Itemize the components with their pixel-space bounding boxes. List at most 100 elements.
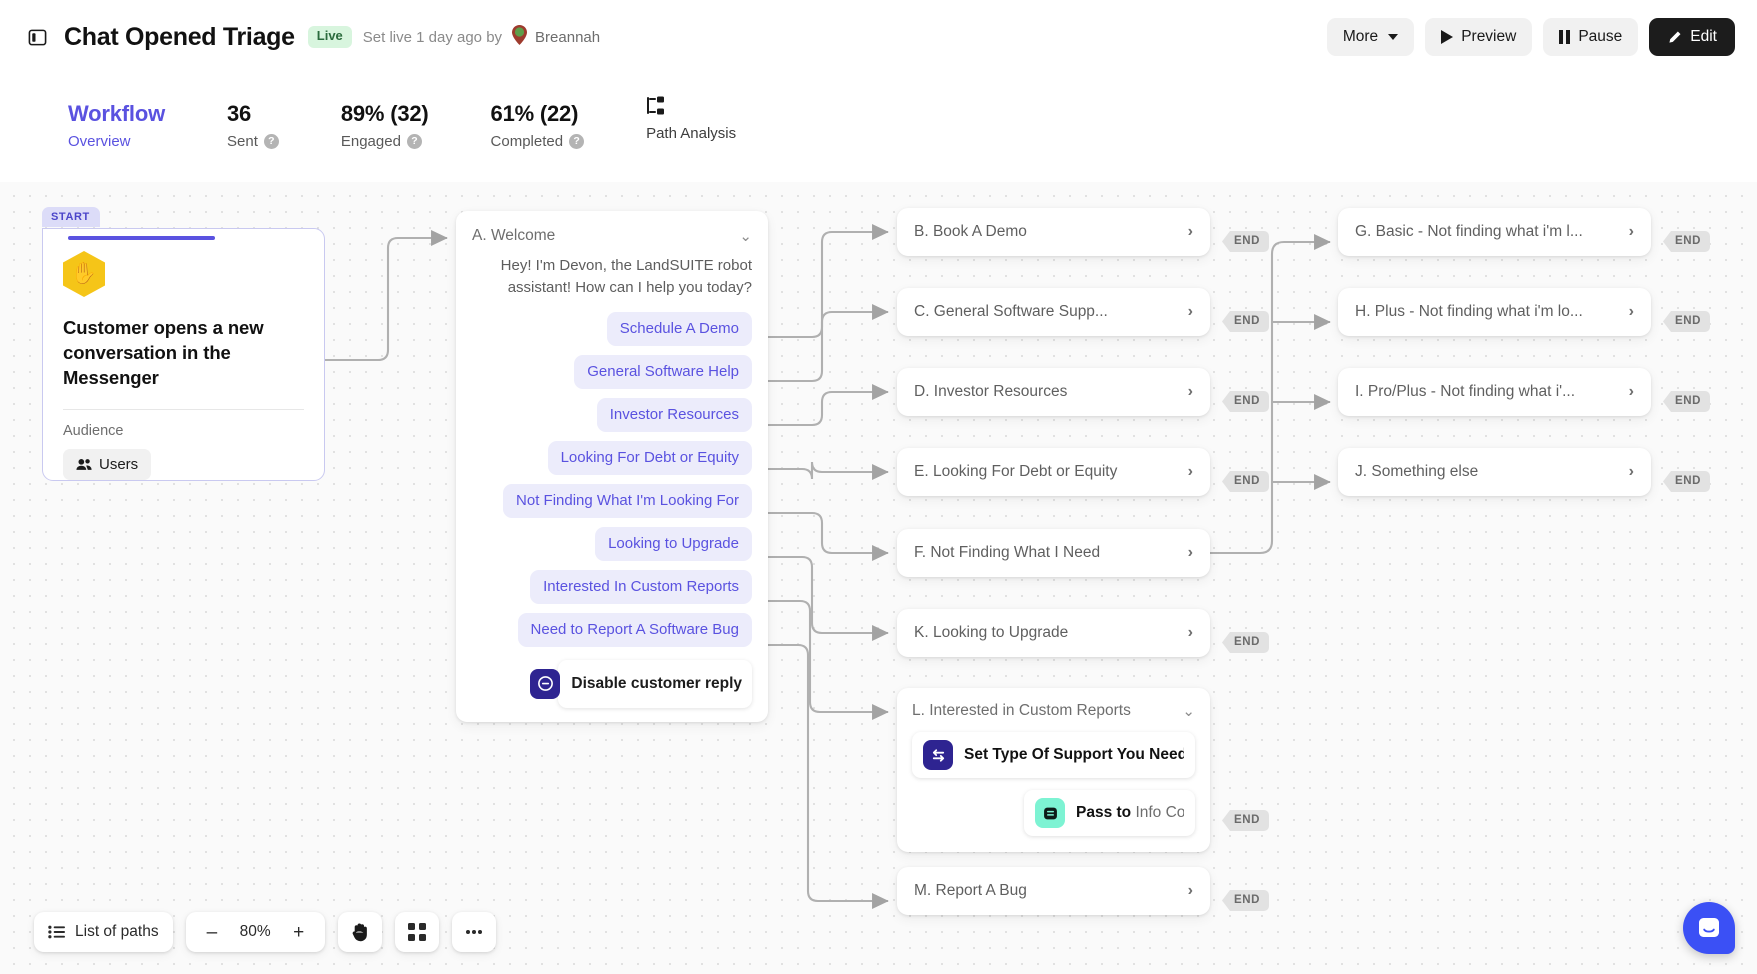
node-e-looking-for-debt-or-equity[interactable]: E. Looking For Debt or Equity › bbox=[897, 448, 1210, 496]
tab-path-analysis[interactable]: Path Analysis bbox=[646, 74, 736, 142]
chevron-right-icon[interactable]: › bbox=[1187, 223, 1193, 240]
pencil-icon bbox=[1669, 31, 1681, 43]
quick-reply[interactable]: Schedule A Demo bbox=[606, 311, 752, 346]
node-j-something-else[interactable]: J. Something else › bbox=[1338, 448, 1651, 496]
preview-button-label: Preview bbox=[1461, 28, 1517, 45]
node-welcome-header[interactable]: A. Welcome ⌄ bbox=[472, 227, 752, 245]
quick-reply[interactable]: Investor Resources bbox=[596, 397, 752, 432]
node-b-book-a-demo[interactable]: B. Book A Demo › bbox=[897, 208, 1210, 256]
pause-icon bbox=[1559, 30, 1571, 44]
end-badge: END bbox=[1222, 231, 1270, 252]
help-icon[interactable]: ? bbox=[406, 133, 422, 149]
divider bbox=[63, 408, 304, 410]
end-badge: END bbox=[1663, 471, 1711, 492]
chevron-right-icon[interactable]: › bbox=[1187, 544, 1193, 561]
zoom-out-button[interactable]: – bbox=[206, 921, 218, 943]
chevron-down-icon[interactable]: ⌄ bbox=[739, 227, 752, 245]
chevron-right-icon[interactable]: › bbox=[1628, 223, 1634, 240]
help-icon[interactable]: ? bbox=[263, 133, 279, 149]
node-f-not-finding-what-i-need[interactable]: F. Not Finding What I Need › bbox=[897, 529, 1210, 577]
workflow-tab-title: Workflow bbox=[68, 101, 165, 126]
end-badge: END bbox=[1222, 311, 1270, 332]
chevron-right-icon[interactable]: › bbox=[1187, 624, 1193, 641]
chevron-right-icon[interactable]: › bbox=[1187, 882, 1193, 899]
disable-customer-reply-label: Disable customer reply bbox=[571, 674, 742, 692]
avatar bbox=[510, 24, 529, 51]
node-m-report-a-bug[interactable]: M. Report A Bug › bbox=[897, 867, 1210, 915]
audience-label: Audience bbox=[63, 422, 124, 439]
stat-engaged-value: 89% (32) bbox=[340, 101, 429, 126]
stat-sent[interactable]: 36 Sent ? bbox=[227, 74, 279, 150]
chevron-down-icon[interactable]: ⌄ bbox=[1182, 702, 1195, 720]
chevron-right-icon[interactable]: › bbox=[1187, 383, 1193, 400]
help-icon[interactable]: ? bbox=[569, 133, 585, 149]
node-c-general-software-support[interactable]: C. General Software Supp... › bbox=[897, 288, 1210, 336]
quick-reply-list: Schedule A Demo General Software Help In… bbox=[472, 311, 752, 647]
waving-hand-icon: ✋ bbox=[63, 251, 105, 297]
zoom-controls: – 80% + bbox=[185, 912, 326, 952]
path-analysis-icon bbox=[647, 96, 665, 115]
node-d-investor-resources[interactable]: D. Investor Resources › bbox=[897, 368, 1210, 416]
start-tag: START bbox=[42, 207, 100, 227]
pass-to-action[interactable]: Pass to Info Collect bbox=[1024, 790, 1195, 836]
preview-button[interactable]: Preview bbox=[1425, 18, 1533, 56]
stat-completed[interactable]: 61% (22) Completed ? bbox=[491, 74, 585, 150]
node-welcome-title: A. Welcome bbox=[472, 227, 556, 244]
more-button[interactable]: More bbox=[1326, 18, 1415, 56]
set-attribute-bold: Set Type Of Support You Need bbox=[964, 746, 1184, 763]
node-g-basic-not-finding[interactable]: G. Basic - Not finding what i'm l... › bbox=[1338, 208, 1651, 256]
more-button-label: More bbox=[1342, 28, 1379, 45]
status-badge: Live bbox=[307, 26, 352, 48]
stats-bar: Workflow Overview 36 Sent ? 89% (32) Eng… bbox=[0, 74, 1757, 182]
hand-tool-icon[interactable] bbox=[338, 912, 383, 952]
zoom-in-button[interactable]: + bbox=[293, 921, 305, 943]
quick-reply[interactable]: Looking to Upgrade bbox=[595, 526, 752, 561]
node-label: K. Looking to Upgrade bbox=[914, 624, 1069, 641]
quick-reply[interactable]: Looking For Debt or Equity bbox=[547, 440, 752, 475]
node-l-interested-in-custom-reports[interactable]: L. Interested in Custom Reports ⌄ Set Ty… bbox=[897, 688, 1210, 852]
chevron-right-icon[interactable]: › bbox=[1187, 463, 1193, 480]
chevron-right-icon[interactable]: › bbox=[1628, 383, 1634, 400]
panel-left-icon[interactable] bbox=[22, 22, 52, 52]
chevron-right-icon[interactable]: › bbox=[1628, 463, 1634, 480]
node-i-proplus-not-finding[interactable]: I. Pro/Plus - Not finding what i'... › bbox=[1338, 368, 1651, 416]
disable-customer-reply-row[interactable]: Disable customer reply bbox=[530, 659, 752, 708]
quick-reply[interactable]: Interested In Custom Reports bbox=[530, 569, 752, 604]
chevron-right-icon[interactable]: › bbox=[1187, 303, 1193, 320]
chevron-right-icon[interactable]: › bbox=[1628, 303, 1634, 320]
messenger-bubble-icon[interactable] bbox=[1683, 902, 1735, 954]
path-analysis-label: Path Analysis bbox=[646, 125, 737, 142]
quick-reply[interactable]: General Software Help bbox=[574, 354, 752, 389]
node-label: G. Basic - Not finding what i'm l... bbox=[1355, 223, 1583, 240]
tab-workflow-overview[interactable]: Workflow Overview bbox=[68, 74, 165, 150]
end-badge: END bbox=[1663, 391, 1711, 412]
set-attribute-action[interactable]: Set Type Of Support You Need to ... bbox=[912, 732, 1195, 778]
workflow-canvas[interactable]: START ✋ Customer opens a new conversatio… bbox=[0, 182, 1757, 974]
stat-sent-value: 36 bbox=[227, 101, 252, 126]
end-badge: END bbox=[1663, 231, 1711, 252]
more-options-icon[interactable] bbox=[452, 912, 497, 952]
quick-reply[interactable]: Need to Report A Software Bug bbox=[517, 612, 752, 647]
chevron-down-icon bbox=[1388, 34, 1399, 40]
stat-sent-label-text: Sent bbox=[227, 132, 258, 150]
edit-button[interactable]: Edit bbox=[1649, 18, 1735, 56]
end-badge: END bbox=[1222, 890, 1270, 911]
start-card[interactable]: ✋ Customer opens a new conversation in t… bbox=[42, 228, 325, 481]
zoom-level: 80% bbox=[239, 923, 271, 940]
list-of-paths-button[interactable]: List of paths bbox=[34, 912, 173, 952]
pause-button[interactable]: Pause bbox=[1543, 18, 1639, 56]
grid-layout-icon[interactable] bbox=[395, 912, 440, 952]
quick-reply[interactable]: Not Finding What I'm Looking For bbox=[503, 483, 752, 518]
node-k-looking-to-upgrade[interactable]: K. Looking to Upgrade › bbox=[897, 609, 1210, 657]
stat-sent-label: Sent ? bbox=[227, 133, 279, 150]
node-label: H. Plus - Not finding what i'm lo... bbox=[1355, 303, 1583, 320]
audience-chip[interactable]: Users bbox=[63, 448, 152, 480]
node-welcome[interactable]: A. Welcome ⌄ Hey! I'm Devon, the LandSUI… bbox=[456, 211, 768, 722]
set-live-text: Set live 1 day ago by bbox=[362, 28, 503, 46]
stat-engaged[interactable]: 89% (32) Engaged ? bbox=[341, 74, 429, 150]
node-l-header[interactable]: L. Interested in Custom Reports ⌄ bbox=[912, 702, 1195, 720]
end-badge: END bbox=[1222, 471, 1270, 492]
audience-chip-label: Users bbox=[99, 455, 139, 473]
node-h-plus-not-finding[interactable]: H. Plus - Not finding what i'm lo... › bbox=[1338, 288, 1651, 336]
users-icon bbox=[76, 458, 92, 470]
